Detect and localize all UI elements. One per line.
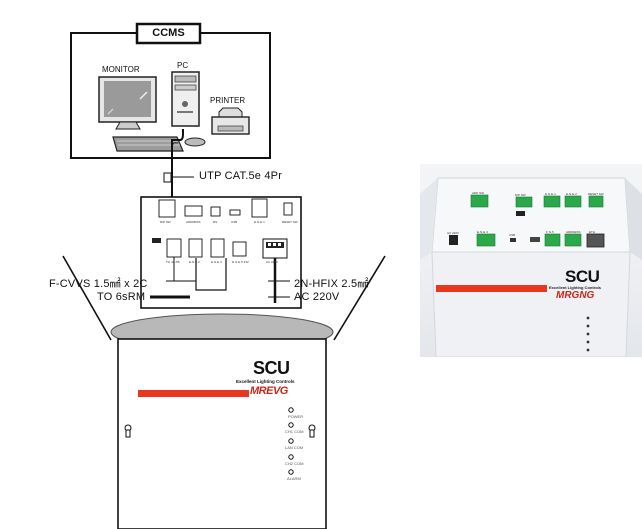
product-photo: SCU Excellent Lighting Controls MRGNG AD… xyxy=(420,164,642,357)
port-dip-sw xyxy=(158,199,176,218)
device-red-stripe xyxy=(436,285,547,292)
port-ene1 xyxy=(251,198,268,218)
led-power xyxy=(288,407,294,413)
port-label: DIP SW xyxy=(160,220,171,224)
port-usb xyxy=(229,209,241,216)
port-label: ADDRESS xyxy=(186,220,201,224)
device-brand: SCU xyxy=(565,267,600,286)
unit-maker-logo: MREVG xyxy=(250,385,288,397)
device-port-label: ADDRESS xyxy=(566,230,581,234)
device-port-label: ETH xyxy=(589,230,595,234)
port-label: E·N·E·1 xyxy=(254,220,265,224)
utp-cable-label: UTP CAT.5e 4Pr xyxy=(199,170,283,182)
device-port-label: ADD SW xyxy=(472,191,484,195)
monitor-label: MONITOR xyxy=(102,65,140,74)
device-port-label: USB xyxy=(509,233,516,237)
device-port-label: RESET SW xyxy=(588,192,604,196)
printer-icon xyxy=(211,107,250,135)
printer-label: PRINTER xyxy=(210,96,246,105)
led-alarm xyxy=(288,469,294,475)
pc-tower-icon xyxy=(171,71,200,127)
led-label: POWER xyxy=(288,414,304,419)
ccms-title-box xyxy=(135,22,202,45)
port-to-4a xyxy=(166,238,182,258)
unit-front-panel xyxy=(117,338,327,529)
device-port-label: F·N·5 xyxy=(546,230,554,234)
port-rs5 xyxy=(232,241,247,257)
keyhole-left-icon xyxy=(124,424,132,438)
device-port-address xyxy=(530,237,540,242)
cvvs-cable-line xyxy=(195,258,227,291)
device-port-label: DIP SW xyxy=(515,193,526,197)
device-left-flange xyxy=(420,178,438,260)
cvvs-cable-label: F-CVVS 1.5㎟ x 2C xyxy=(49,278,148,290)
led-label: CH1 COM xyxy=(285,429,304,434)
cvvs-cable-dest: TO 6sRM xyxy=(97,291,146,303)
device-port-label: E·N·E·3 xyxy=(477,230,488,234)
product-photo-svg xyxy=(420,177,642,357)
projection-line-left xyxy=(62,255,112,341)
terminal-blocks xyxy=(470,194,604,247)
ccms-title: CCMS xyxy=(152,27,185,39)
projection-line-right xyxy=(333,255,386,341)
port-label: RS xyxy=(213,220,218,224)
device-maker-logo: MRGNG xyxy=(556,290,595,301)
ac-cable-label: 2N-HFIX 2.5㎟ xyxy=(294,278,369,290)
port-ac220 xyxy=(262,238,288,259)
port-ene2 xyxy=(188,238,203,258)
port-label: R·S·E·5 232 xyxy=(232,260,249,264)
device-port-usb xyxy=(510,238,516,242)
device-port-black xyxy=(449,235,458,245)
device-port-label: E·N·E·2 xyxy=(566,192,577,196)
device-front-face xyxy=(431,251,631,357)
led-label: LAN COM xyxy=(285,445,304,450)
ac-cable-voltage: AC 220V xyxy=(294,291,340,303)
port-label: AC 220V xyxy=(266,260,279,264)
led-ch1 xyxy=(288,422,294,428)
pc-label: PC xyxy=(177,61,189,70)
port-label: E·N·E·2 xyxy=(189,260,200,264)
port-label: USB xyxy=(231,220,238,224)
port-reset-sw xyxy=(283,202,293,216)
diagram-svg xyxy=(62,22,386,529)
device-port-ethernet xyxy=(586,233,605,248)
port-label: TO 4A-TB xyxy=(166,260,180,264)
port-label: E·N·E·3 xyxy=(211,260,222,264)
device-right-flange xyxy=(625,178,642,260)
keyhole-right-icon xyxy=(308,424,316,438)
utp-cable-line xyxy=(171,129,184,197)
led-ch2 xyxy=(288,454,294,460)
device-port-dip xyxy=(516,211,525,216)
mouse-icon xyxy=(172,137,206,147)
led-label: CH2 COM xyxy=(285,461,304,466)
unit-red-stripe xyxy=(138,390,249,397)
port-rs xyxy=(210,206,221,217)
device-tagline: Excellent Lighting Controls xyxy=(549,285,602,290)
port-label: RESET SW xyxy=(282,220,298,224)
monitor-icon xyxy=(98,76,157,130)
led-label: ALARM xyxy=(287,476,301,481)
led-lan xyxy=(288,438,294,444)
unit-tagline: Excellent Lighting Controls xyxy=(236,379,295,384)
port-ene3 xyxy=(210,238,225,258)
keyboard-icon xyxy=(112,136,184,152)
device-port-label: E·N·E·1 xyxy=(545,192,556,196)
port-address xyxy=(184,205,203,217)
unit-brand: SCU xyxy=(253,358,290,378)
device-port-label: AC 220V xyxy=(447,231,460,235)
